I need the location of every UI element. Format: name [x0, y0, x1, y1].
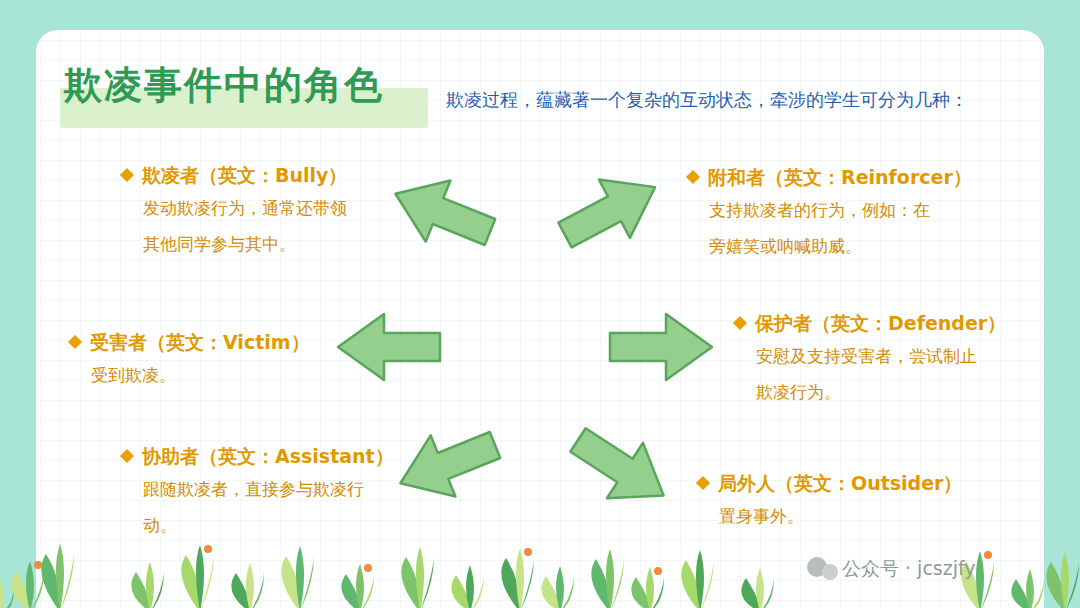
role-description: 受到欺凌。: [91, 357, 291, 393]
role-heading-text: 协助者（英文：Assistant）: [142, 445, 394, 467]
role-description: 置身事外。: [719, 498, 919, 534]
role-heading: 欺凌者（英文：Bully）: [118, 162, 361, 188]
panel: [36, 30, 1044, 608]
role-item: 受害者（英文：Victim） 受到欺凌。: [66, 329, 310, 393]
role-heading-text: 附和者（英文：Reinforcer）: [708, 166, 972, 188]
role-item: 附和者（英文：Reinforcer） 支持欺凌者的行为，例如：在旁嬉笑或呐喊助威。: [684, 164, 972, 264]
role-heading: 协助者（英文：Assistant）: [118, 443, 394, 469]
diamond-bullet: [120, 449, 134, 463]
role-heading: 附和者（英文：Reinforcer）: [684, 164, 972, 190]
plants: [0, 544, 1079, 608]
role-arrows: [338, 158, 712, 523]
diamond-bullet: [696, 476, 710, 490]
role-heading-text: 受害者（英文：Victim）: [90, 331, 310, 353]
diagram-title: 欺凌事件中的角色: [64, 60, 384, 111]
role-item: 局外人（英文：Outsider） 置身事外。: [694, 470, 962, 534]
role-item: 保护者（英文：Defender） 安慰及支持受害者，尝试制止欺凌行为。: [731, 310, 1006, 410]
role-heading: 受害者（英文：Victim）: [66, 329, 310, 355]
diamond-bullet: [733, 316, 747, 330]
panel-grid: [36, 30, 1044, 608]
role-item: 欺凌者（英文：Bully） 发动欺凌行为，通常还带领其他同学参与其中。: [118, 162, 361, 262]
subtitle: 欺凌过程，蕴藏著一个复杂的互动状态，牵涉的学生可分为几种：: [446, 88, 968, 112]
role-item: 协助者（英文：Assistant） 跟随欺凌者，直接参与欺凌行动。: [118, 443, 394, 543]
watermark: 公众号 · jcszjfy: [842, 556, 976, 582]
role-description: 跟随欺凌者，直接参与欺凌行动。: [143, 471, 378, 543]
role-heading-text: 欺凌者（英文：Bully）: [142, 164, 347, 186]
role-heading-text: 局外人（英文：Outsider）: [718, 472, 962, 494]
role-description: 支持欺凌者的行为，例如：在旁嬉笑或呐喊助威。: [709, 192, 934, 264]
diamond-bullet: [120, 168, 134, 182]
wechat-icon: [807, 557, 838, 580]
diamond-bullet: [686, 170, 700, 184]
role-description: 安慰及支持受害者，尝试制止欺凌行为。: [756, 338, 981, 410]
role-description: 发动欺凌行为，通常还带领其他同学参与其中。: [143, 190, 361, 262]
role-heading-text: 保护者（英文：Defender）: [755, 312, 1006, 334]
diamond-bullet: [68, 335, 82, 349]
role-heading: 保护者（英文：Defender）: [731, 310, 1006, 336]
role-heading: 局外人（英文：Outsider）: [694, 470, 962, 496]
